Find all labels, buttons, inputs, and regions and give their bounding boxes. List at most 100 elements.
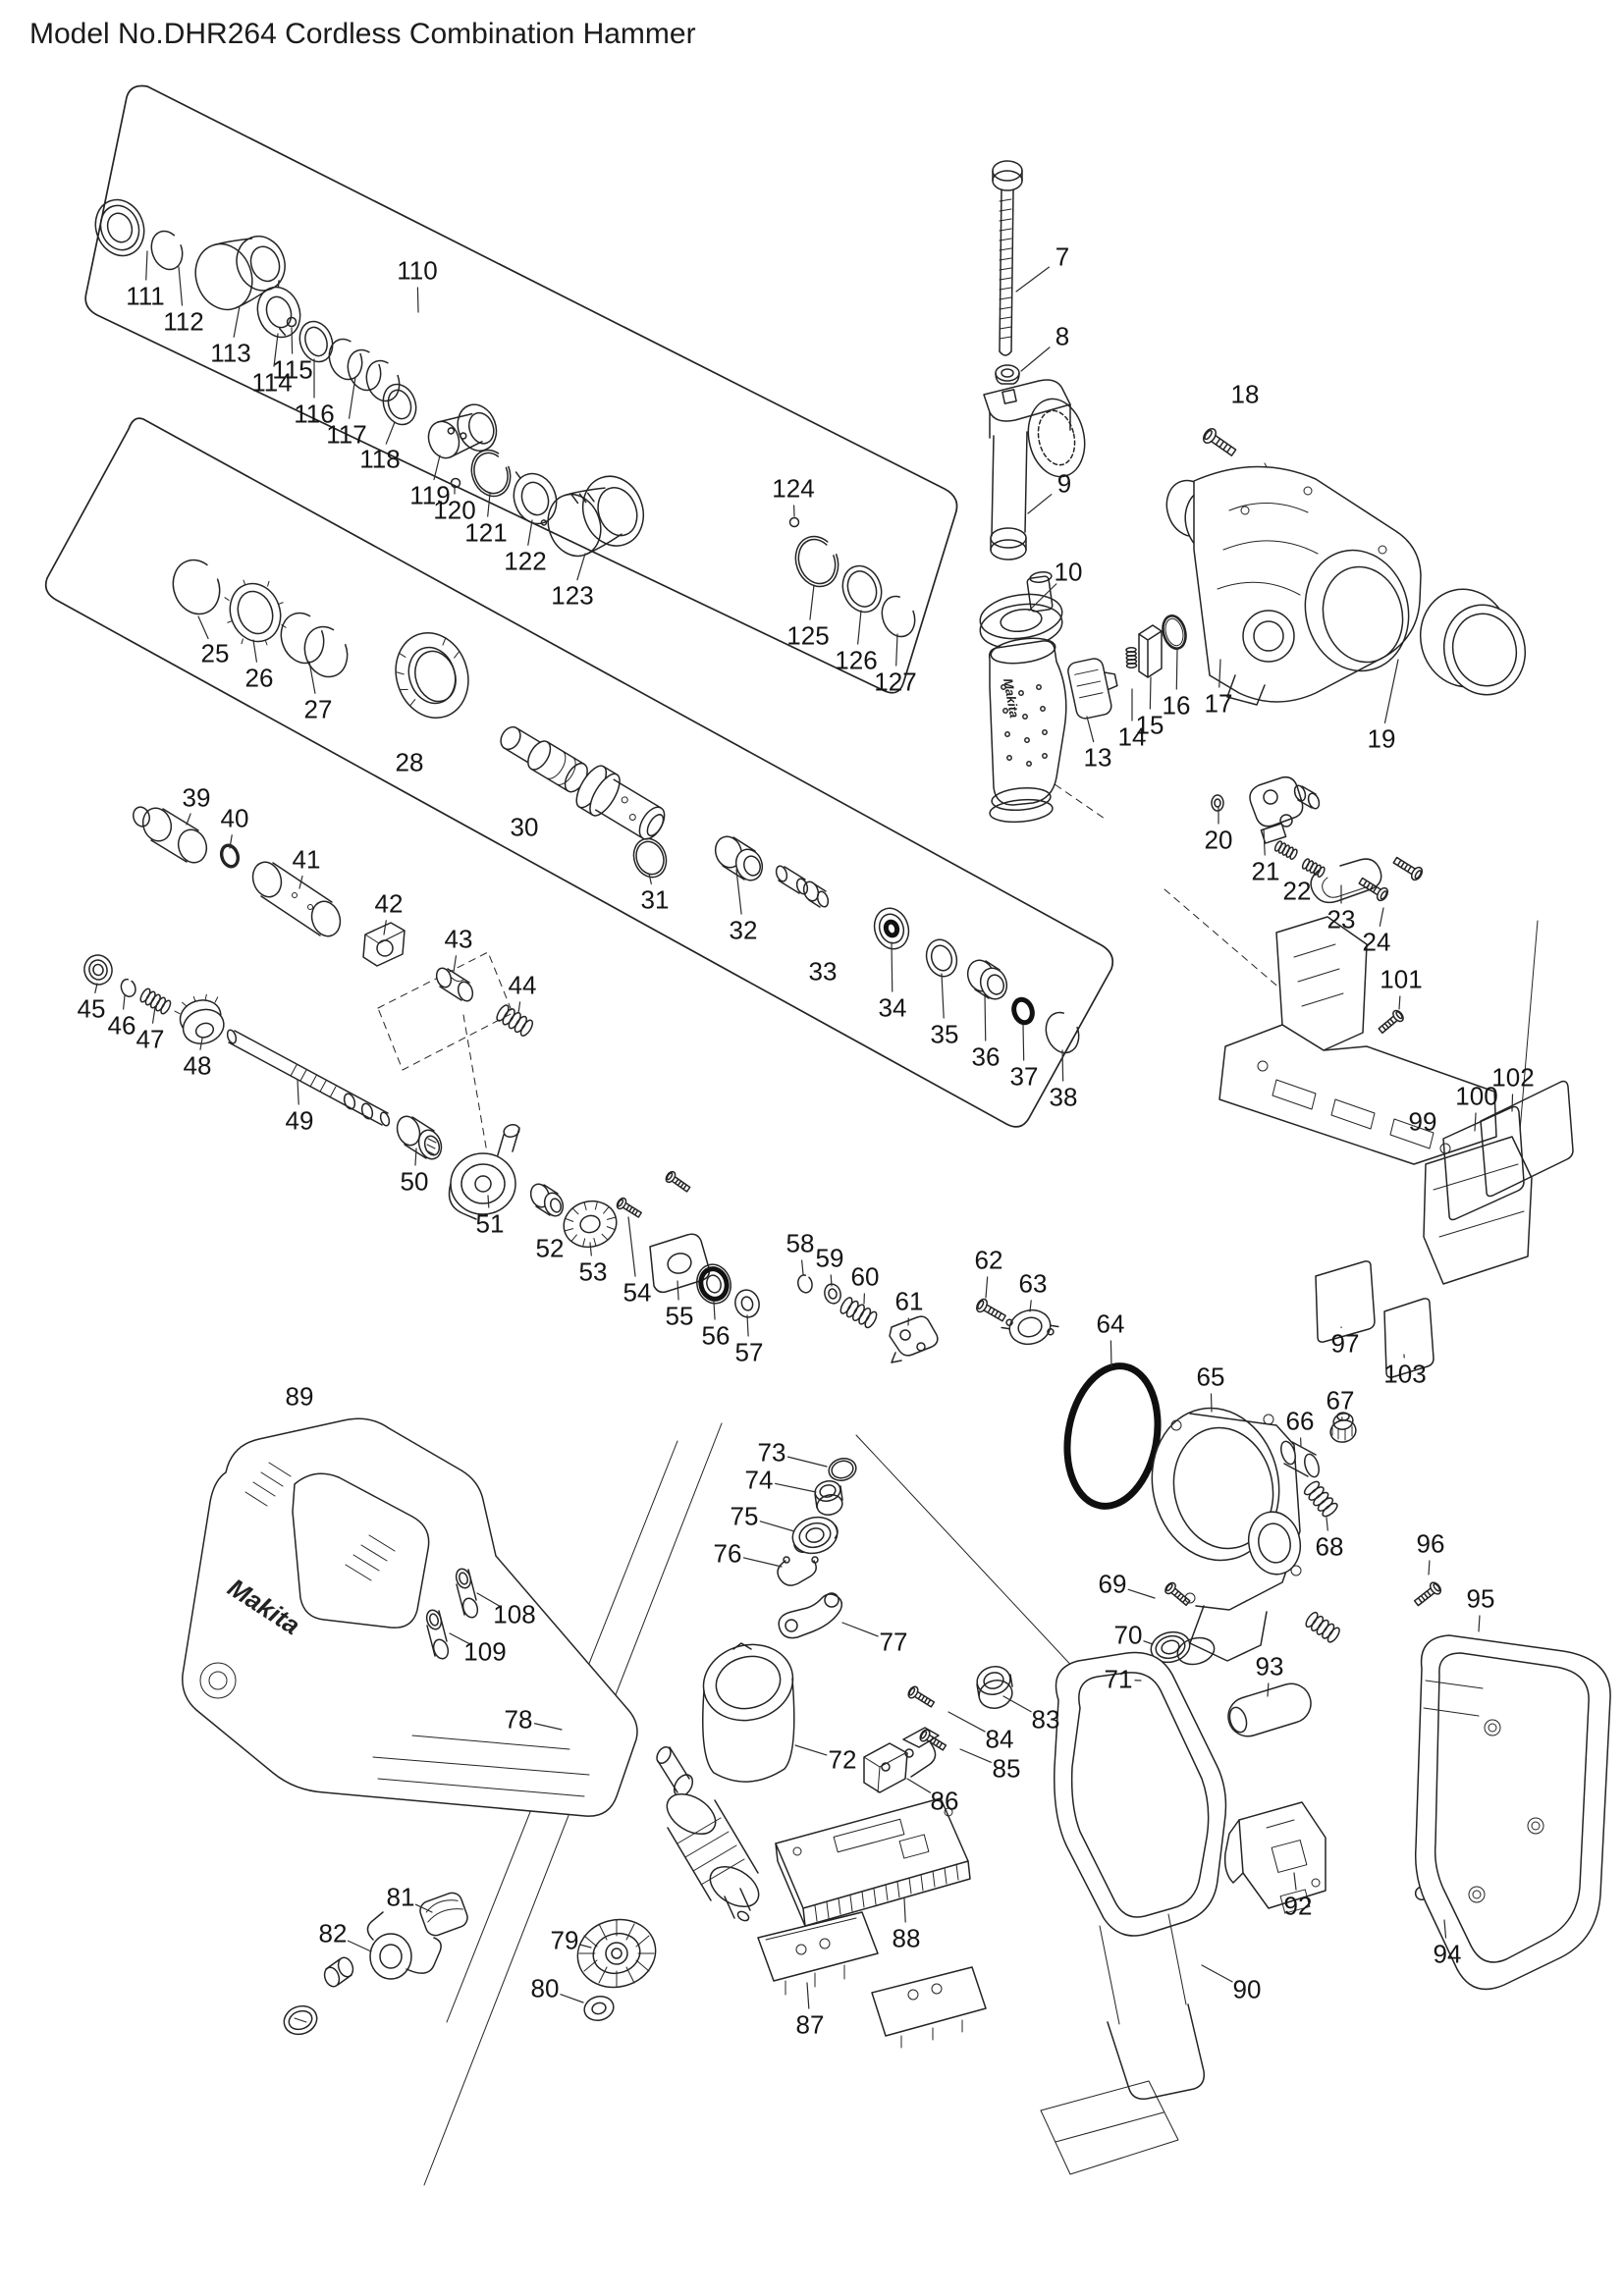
leader-line-50 [415,1148,416,1165]
part-label-50: 50 [400,1166,429,1197]
part-art-32 [712,833,767,883]
part-art-66 [1278,1440,1322,1479]
leader-line-44 [518,1002,520,1013]
leader-line-25 [198,616,208,638]
leader-line-39 [187,814,190,825]
part-art-80 [581,1994,616,2024]
leader-line-112 [179,267,182,305]
part-label-117: 117 [326,419,367,450]
part-label-51: 51 [475,1208,505,1239]
part-art-79 [570,1744,766,1996]
leader-line-76 [744,1558,782,1567]
part-art-121 [465,445,516,502]
part-art-19 [1410,580,1535,704]
leader-line-59 [831,1275,832,1286]
page-title: Model No.DHR264 Cordless Combination Ham… [29,18,696,50]
part-label-63: 63 [1018,1268,1048,1299]
part-label-7: 7 [1055,241,1070,272]
part-label-39: 39 [182,782,211,813]
part-art-45 [81,952,116,988]
leader-line-109 [450,1633,470,1644]
part-label-16: 16 [1162,690,1191,721]
leader-line-125 [810,585,814,619]
leader-line-100 [1475,1113,1476,1131]
leader-line-35 [942,974,944,1018]
part-label-31: 31 [640,884,670,915]
part-label-127: 127 [874,667,917,697]
leader-line-15 [1150,677,1151,709]
part-art-64 [1056,1359,1168,1513]
part-label-85: 85 [992,1753,1021,1784]
part-label-126: 126 [835,645,878,675]
part-art-112 [146,227,188,274]
part-label-111: 111 [126,281,165,311]
leader-line-53 [590,1243,591,1255]
leader-line-17 [1219,660,1220,687]
part-label-58: 58 [785,1228,815,1258]
leader-line-72 [795,1745,827,1755]
part-label-20: 20 [1204,825,1233,855]
part-label-43: 43 [444,924,473,954]
leader-line-19 [1384,660,1398,722]
part-label-79: 79 [550,1925,579,1955]
part-art-25 [166,554,227,620]
part-label-34: 34 [878,992,907,1023]
part-label-22: 22 [1282,876,1312,906]
part-art-124 [790,518,799,527]
group-boundary-chuck-assembly [85,85,956,692]
part-art-51 [450,1123,521,1219]
part-label-71: 71 [1104,1664,1133,1694]
part-art-15 [1139,625,1162,677]
part-art-82 [280,1912,441,2039]
leader-line-102 [1512,1095,1513,1111]
part-label-87: 87 [795,2009,825,2040]
leader-line-9 [1028,495,1052,513]
part-label-102: 102 [1491,1062,1535,1093]
leader-line-10 [1029,584,1056,611]
part-art-119 [422,400,503,467]
leader-line-37 [1023,1025,1024,1060]
part-label-73: 73 [757,1437,786,1468]
leader-line-87 [807,1983,809,2008]
leader-line-16 [1176,650,1177,689]
part-art-43 [434,966,474,1002]
part-art-61 [890,1316,938,1362]
part-label-119: 119 [409,480,451,510]
leader-line-8 [1021,347,1050,371]
group-boundary-spindle-assembly [46,418,1113,1127]
part-art-86 [864,1728,939,1792]
leader-line-55 [677,1281,678,1300]
part-label-78: 78 [504,1704,533,1735]
part-label-17: 17 [1204,688,1233,719]
part-art-99 [1219,917,1532,1284]
leader-line-126 [858,611,861,644]
leader-line-94 [1444,1920,1446,1938]
part-art-18 [1160,425,1421,705]
leader-line-13 [1087,717,1094,742]
part-label-123: 123 [551,580,594,611]
part-label-118: 118 [359,444,401,474]
part-label-121: 121 [464,517,508,548]
part-art-36 [964,957,1011,1002]
part-label-49: 49 [285,1105,314,1136]
part-art-108 [454,1567,479,1619]
leader-lines [95,251,1513,2008]
leader-line-114 [274,334,278,366]
part-label-8: 8 [1055,321,1070,351]
part-art-9 [984,380,1092,560]
part-label-27: 27 [303,694,333,724]
part-label-55: 55 [665,1301,694,1331]
leader-line-92 [1294,1873,1296,1890]
part-label-45: 45 [77,993,106,1024]
part-label-13: 13 [1083,742,1112,773]
leader-line-69 [1128,1589,1155,1598]
part-label-101: 101 [1380,964,1423,994]
part-art-34 [869,904,913,953]
leader-line-96 [1429,1561,1430,1575]
part-label-77: 77 [879,1627,908,1657]
part-label-54: 54 [623,1277,652,1308]
leader-line-85 [960,1749,991,1762]
leader-line-118 [386,422,395,444]
